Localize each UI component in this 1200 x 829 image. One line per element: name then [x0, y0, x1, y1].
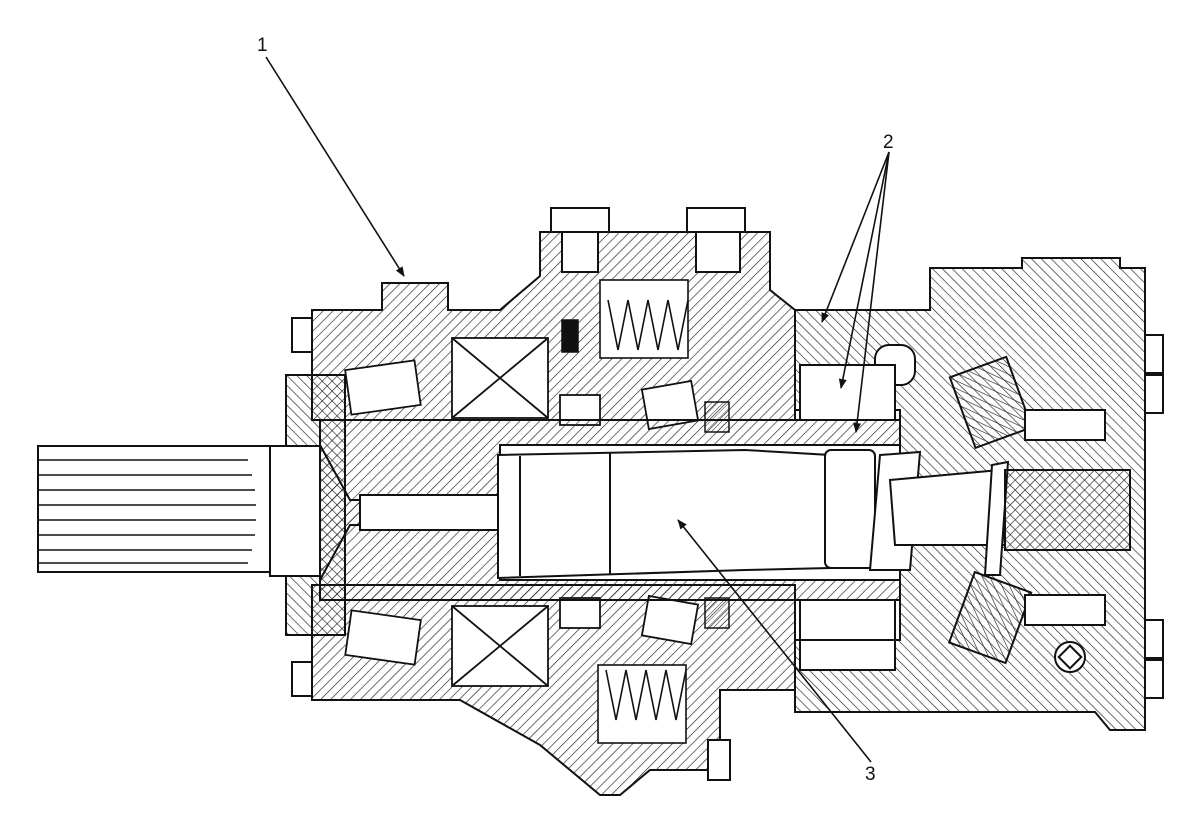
leader-1	[265, 56, 405, 277]
piston-rod	[497, 448, 1010, 580]
swash-block	[874, 344, 1131, 665]
cylinder-bores	[799, 364, 896, 671]
shaft	[37, 419, 901, 601]
leader-2c	[853, 151, 890, 433]
bearings	[344, 337, 700, 687]
leader-2a	[821, 151, 890, 323]
springs	[597, 279, 689, 744]
leader-lines	[265, 56, 890, 763]
top-plugs	[550, 207, 746, 781]
callout-3: 3	[865, 764, 876, 785]
leader-3	[677, 519, 872, 763]
callout-2: 2	[883, 132, 894, 153]
callout-1: 1	[257, 35, 268, 56]
leader-2b	[838, 151, 890, 389]
